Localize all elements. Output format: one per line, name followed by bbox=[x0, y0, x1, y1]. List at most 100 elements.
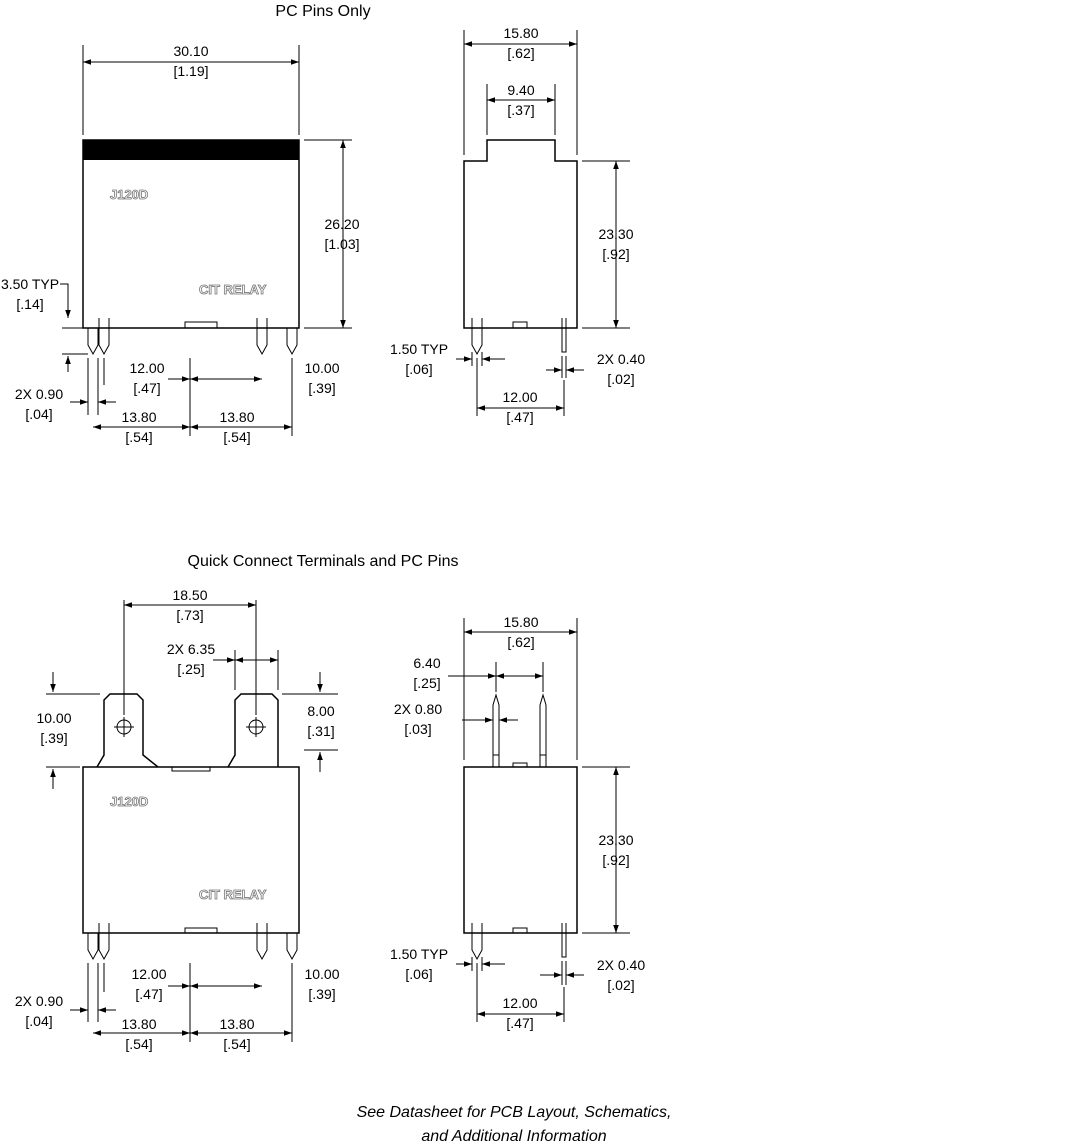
pin bbox=[561, 923, 567, 958]
dim-pintyp-mm: 1.50 TYP bbox=[390, 946, 448, 962]
brand-marking: CIT RELAY bbox=[199, 282, 267, 297]
dim-height-mm: 26.20 bbox=[324, 216, 359, 232]
dim-pintyp-in: [.06] bbox=[405, 966, 432, 982]
dim-pitch-l-in: [.54] bbox=[125, 1036, 152, 1052]
dim-pitch-mm: 12.00 bbox=[502, 389, 537, 405]
dim-pint-mm: 2X 0.40 bbox=[597, 351, 645, 367]
bottom-side-view: 15.80 [.62] 6.40 [.25] 2X 0.80 [.03] 23.… bbox=[390, 614, 645, 1031]
dim-span-a-in: [.47] bbox=[135, 986, 162, 1002]
base-notch bbox=[512, 321, 528, 328]
top-front-view: J120D CIT RELAY 30.10 [1.19] 26.20 [1.03… bbox=[1, 43, 360, 445]
pin bbox=[98, 923, 110, 961]
dim-width-mm: 15.80 bbox=[503, 614, 538, 630]
dim-height-in: [.92] bbox=[602, 246, 629, 262]
dim-pint-in: [.02] bbox=[607, 371, 634, 387]
qc-blade bbox=[539, 693, 547, 767]
qc-terminal-right bbox=[227, 693, 279, 768]
dim-height-in: [.92] bbox=[602, 852, 629, 868]
dim-qct-in: [.03] bbox=[404, 721, 431, 737]
top-notch bbox=[512, 762, 528, 767]
dim-span-b-mm: 10.00 bbox=[304, 966, 339, 982]
pc-pins bbox=[87, 318, 298, 356]
footer-note-line1: See Datasheet for PCB Layout, Schematics… bbox=[357, 1104, 672, 1121]
dim-pinw-in: [.04] bbox=[25, 1013, 52, 1029]
pc-pins bbox=[87, 923, 298, 961]
base-notch bbox=[184, 321, 218, 328]
model-marking: J120D bbox=[110, 187, 148, 202]
dim-width-in: [.62] bbox=[507, 634, 534, 650]
dim-pint-mm: 2X 0.40 bbox=[597, 957, 645, 973]
dim-pitch-l-in: [.54] bbox=[125, 429, 152, 445]
dim-qchl-in: [.39] bbox=[40, 730, 67, 746]
dim-span-b-mm: 10.00 bbox=[304, 360, 339, 376]
brand-marking: CIT RELAY bbox=[199, 887, 267, 902]
title-bottom: Quick Connect Terminals and PC Pins bbox=[188, 553, 459, 570]
dim-pintyp-in: [.06] bbox=[405, 361, 432, 377]
pin bbox=[471, 923, 483, 961]
dim-pint-in: [.02] bbox=[607, 977, 634, 993]
dim-width-mm: 30.10 bbox=[173, 43, 208, 59]
dim-qchr-mm: 8.00 bbox=[307, 703, 334, 719]
dim-width-mm: 15.80 bbox=[503, 25, 538, 41]
dim-width-in: [1.19] bbox=[173, 63, 208, 79]
dim-span-b-in: [.39] bbox=[308, 380, 335, 396]
dim-qcpitch-in: [.25] bbox=[413, 675, 440, 691]
dim-pinw-mm: 2X 0.90 bbox=[15, 993, 63, 1009]
dim-height-mm: 23.30 bbox=[598, 832, 633, 848]
dim-pinw-mm: 2X 0.90 bbox=[15, 386, 63, 402]
pin bbox=[286, 328, 298, 356]
dim-qct-mm: 2X 0.80 bbox=[394, 701, 442, 717]
dim-pitch-r-in: [.54] bbox=[223, 1036, 250, 1052]
pin bbox=[286, 933, 298, 961]
pin bbox=[256, 318, 268, 356]
pin bbox=[87, 933, 99, 961]
title-top: PC Pins Only bbox=[275, 3, 370, 20]
pin bbox=[471, 318, 483, 356]
dim-qcw-in: [.25] bbox=[177, 661, 204, 677]
dim-qcpitch-mm: 6.40 bbox=[413, 655, 440, 671]
dim-qchr-in: [.31] bbox=[307, 723, 334, 739]
dim-pinlen-mm: 3.50 TYP bbox=[1, 276, 59, 292]
model-marking: J120D bbox=[110, 794, 148, 809]
dim-height-in: [1.03] bbox=[324, 236, 359, 252]
pin bbox=[87, 328, 99, 356]
top-notch bbox=[171, 767, 211, 772]
dim-pitch-r-mm: 13.80 bbox=[219, 1016, 254, 1032]
relay-body-front bbox=[82, 766, 300, 934]
footer-note-line2: and Additional Information bbox=[421, 1128, 606, 1145]
dim-pitch-in: [.47] bbox=[506, 1015, 533, 1031]
dim-pitch-r-in: [.54] bbox=[223, 429, 250, 445]
dim-span-a-in: [.47] bbox=[133, 380, 160, 396]
dim-pitch-mm: 12.00 bbox=[502, 995, 537, 1011]
dim-step-in: [.37] bbox=[507, 102, 534, 118]
top-side-view: 15.80 [.62] 9.40 [.37] 23.30 [.92] 1.50 … bbox=[390, 25, 645, 425]
dim-pitch-l-mm: 13.80 bbox=[121, 1016, 156, 1032]
dim-pinw-in: [.04] bbox=[25, 406, 52, 422]
base-notch bbox=[184, 927, 218, 933]
dim-span-a-mm: 12.00 bbox=[129, 360, 164, 376]
relay-body-front bbox=[82, 139, 300, 329]
pin bbox=[561, 318, 567, 353]
dim-qchl-mm: 10.00 bbox=[36, 710, 71, 726]
base-notch bbox=[512, 927, 528, 933]
dim-pitch-in: [.47] bbox=[506, 409, 533, 425]
dim-qcpitch-in: [.73] bbox=[176, 607, 203, 623]
dim-qcpitch-mm: 18.50 bbox=[172, 587, 207, 603]
relay-cover-band bbox=[83, 140, 299, 160]
relay-body-side bbox=[463, 766, 578, 934]
dim-span-a-mm: 12.00 bbox=[131, 966, 166, 982]
qc-blade bbox=[492, 693, 500, 767]
dim-span-b-in: [.39] bbox=[308, 986, 335, 1002]
bottom-front-view: J120D CIT RELAY 18.50 [.73] 2X 6.35 [.25… bbox=[15, 587, 340, 1052]
relay-body-side bbox=[463, 139, 578, 329]
dim-pinlen-in: [.14] bbox=[16, 296, 43, 312]
dim-pintyp-mm: 1.50 TYP bbox=[390, 341, 448, 357]
qc-terminal-left bbox=[96, 693, 159, 768]
dim-step-mm: 9.40 bbox=[507, 82, 534, 98]
dim-height-mm: 23.30 bbox=[598, 226, 633, 242]
dim-pitch-r-mm: 13.80 bbox=[219, 409, 254, 425]
dim-width-in: [.62] bbox=[507, 45, 534, 61]
pin bbox=[98, 318, 110, 356]
pin bbox=[256, 923, 268, 961]
